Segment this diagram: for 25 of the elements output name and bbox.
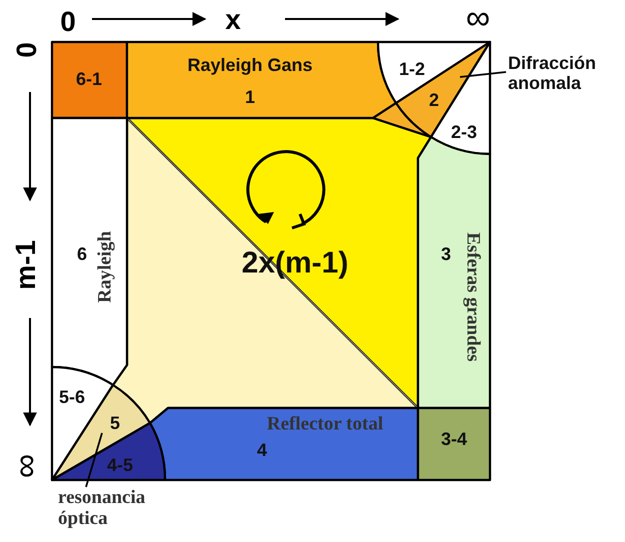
- region-number: 4: [257, 441, 267, 461]
- axis-label: ∞: [466, 1, 490, 35]
- axis-label: m-1: [12, 240, 40, 290]
- region-name: Rayleigh Gans: [187, 56, 313, 76]
- region-note: Difracción anomala: [508, 54, 598, 94]
- axis-label: 0: [60, 8, 76, 36]
- region-name: Esferas grandes: [462, 232, 482, 362]
- region-number: 1: [245, 88, 255, 108]
- region-note: resonancia óptica: [58, 488, 146, 530]
- region-name: Rayleigh: [96, 231, 116, 303]
- axis-label: ∞: [11, 454, 45, 478]
- region-number: 4-5: [107, 456, 133, 476]
- axis-label: 0: [13, 42, 41, 58]
- leader-line: [460, 71, 506, 78]
- region-number: 6-1: [76, 70, 102, 90]
- region-number: 5: [110, 414, 120, 434]
- region-number: 3: [441, 245, 451, 265]
- region-number: 1-2: [399, 60, 425, 80]
- region-number: 2: [429, 91, 439, 111]
- region-number: 2-3: [451, 123, 477, 143]
- region-number: 5-6: [59, 388, 85, 408]
- region-number: 6: [77, 245, 87, 265]
- axis-label: x: [225, 6, 241, 34]
- region-number: 3-4: [441, 430, 467, 450]
- region-name: Reflector total: [266, 414, 384, 436]
